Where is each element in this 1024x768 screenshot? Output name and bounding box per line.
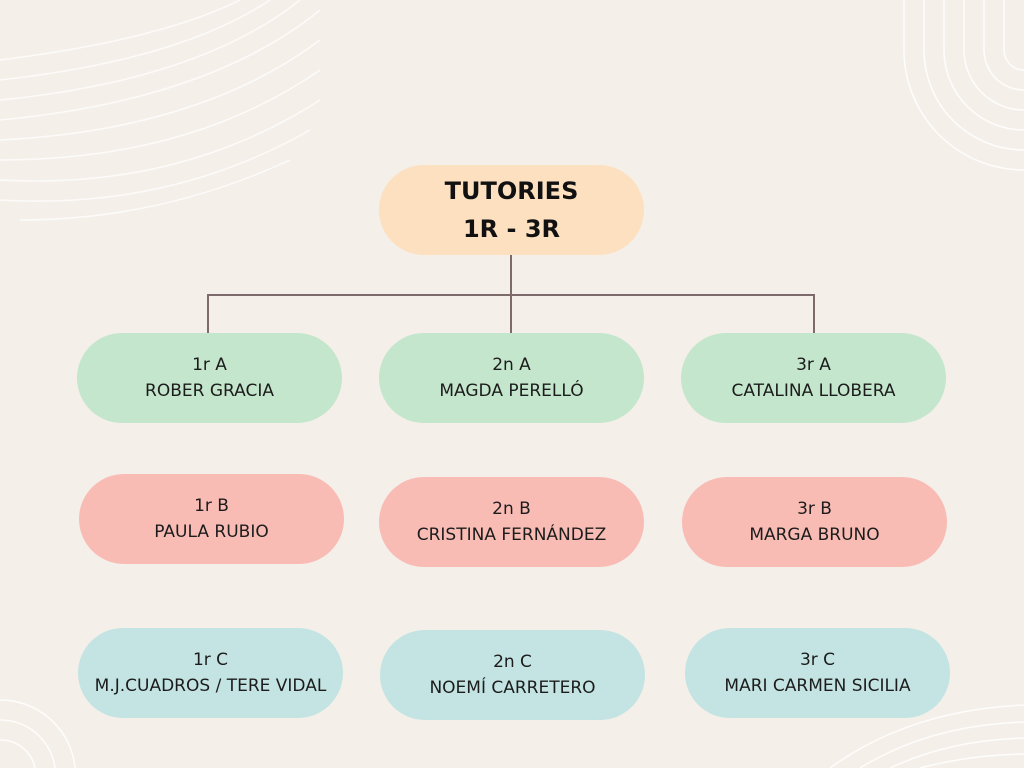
group-name: 2n B	[492, 499, 531, 519]
decorative-arcs-top-left	[0, 0, 321, 221]
decorative-arcs-top-right	[903, 0, 1024, 171]
group-node-1r-b: 1r B PAULA RUBIO	[79, 474, 344, 564]
decorative-arcs-bottom-left	[0, 699, 76, 768]
group-name: 3r B	[797, 499, 832, 519]
group-tutor: NOEMÍ CARRETERO	[429, 678, 596, 698]
title-line-1: TUTORIES	[444, 177, 579, 205]
group-node-3r-a: 3r A CATALINA LLOBERA	[681, 333, 946, 423]
group-node-2n-b: 2n B CRISTINA FERNÁNDEZ	[379, 477, 644, 567]
group-name: 1r A	[192, 355, 227, 375]
group-name: 3r C	[799, 650, 836, 670]
group-name: 3r A	[796, 355, 831, 375]
group-node-2n-c: 2n C NOEMÍ CARRETERO	[380, 630, 645, 720]
group-tutor: ROBER GRACIA	[145, 381, 274, 401]
connector-3r	[813, 294, 815, 333]
group-tutor: CRISTINA FERNÁNDEZ	[416, 525, 607, 545]
group-name: 2n C	[493, 652, 532, 672]
group-node-2n-a: 2n A MAGDA PERELLÓ	[379, 333, 644, 423]
group-tutor: PAULA RUBIO	[154, 522, 269, 542]
group-name: 2n A	[492, 355, 531, 375]
group-tutor: M.J.CUADROS / TERE VIDAL	[94, 676, 327, 696]
group-node-1r-a: 1r A ROBER GRACIA	[77, 333, 342, 423]
group-tutor: MAGDA PERELLÓ	[439, 381, 584, 401]
group-node-3r-c: 3r C MARI CARMEN SICILIA	[685, 628, 950, 718]
title-node: TUTORIES 1R - 3R	[379, 165, 644, 255]
group-tutor: MARGA BRUNO	[749, 525, 880, 545]
group-node-3r-b: 3r B MARGA BRUNO	[682, 477, 947, 567]
group-name: 1r C	[192, 650, 229, 670]
group-node-1r-c: 1r C M.J.CUADROS / TERE VIDAL	[78, 628, 343, 718]
connector-horizontal	[207, 294, 815, 296]
group-tutor: MARI CARMEN SICILIA	[724, 676, 911, 696]
connector-1r	[207, 294, 209, 333]
decorative-arcs-bottom-right	[829, 704, 1024, 768]
group-name: 1r B	[194, 496, 229, 516]
title-line-2: 1R - 3R	[462, 215, 561, 243]
group-tutor: CATALINA LLOBERA	[731, 381, 896, 401]
